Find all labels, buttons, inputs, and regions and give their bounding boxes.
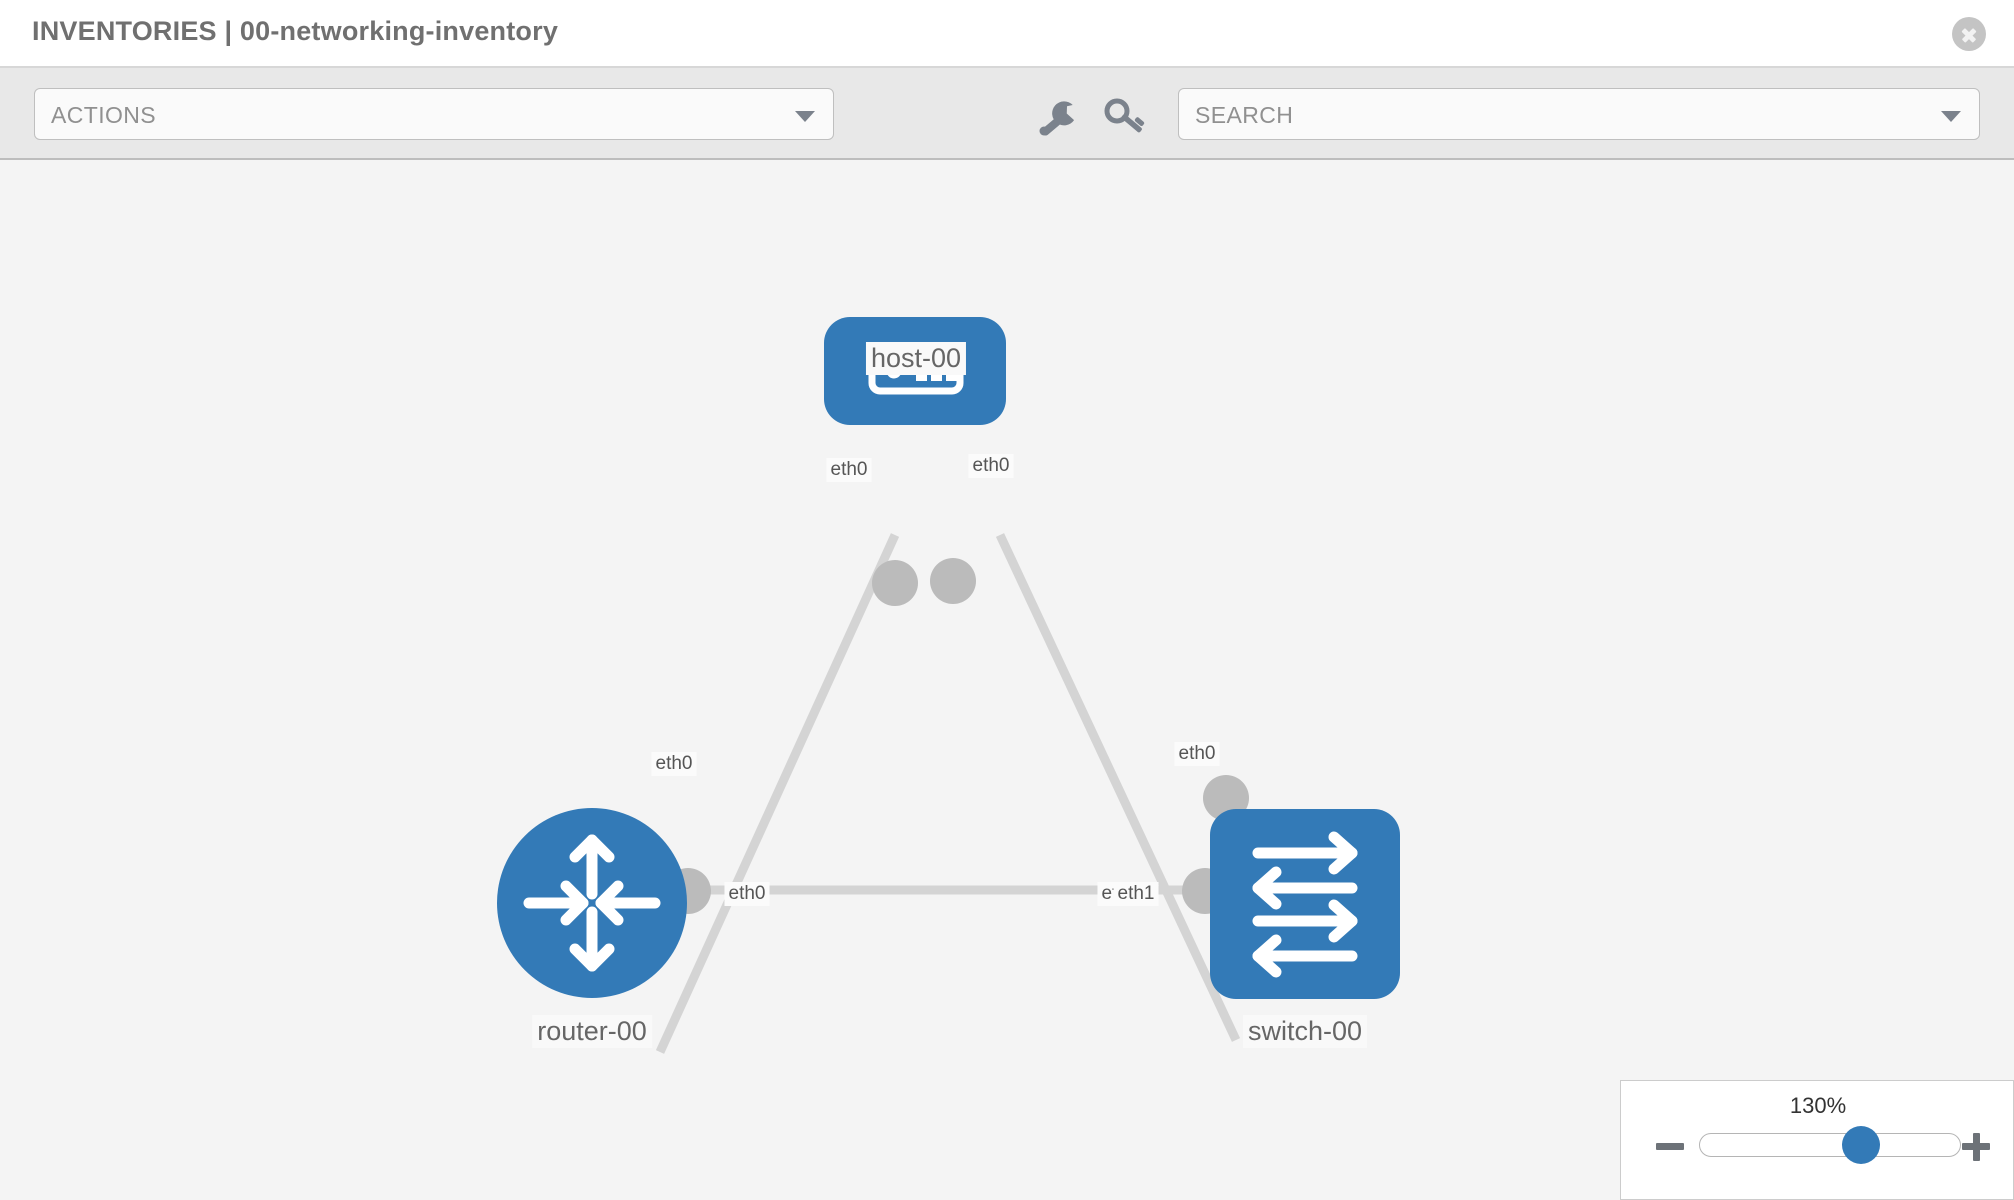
zoom-slider-thumb[interactable] [1842, 1126, 1881, 1164]
iface-label-router-eth0-up: eth0 [651, 752, 697, 776]
chevron-down-icon [795, 111, 815, 122]
iface-label-router-eth0-right: eth0 [724, 882, 770, 906]
link-host-switch [995, 533, 1241, 1042]
iface-label-host-eth0-right: eth0 [968, 454, 1014, 478]
port-dot-host-left[interactable] [872, 560, 918, 606]
search-input[interactable]: SEARCH [1178, 88, 1980, 140]
close-icon[interactable] [1952, 17, 1986, 51]
iface-label-switch-eth1-left: eth1 [1113, 882, 1159, 906]
wrench-icon[interactable] [1036, 98, 1080, 138]
port-dot-host-right[interactable] [930, 558, 976, 604]
node-router-00[interactable] [497, 808, 687, 998]
topology-canvas[interactable]: host-00 router-00 switch-00 eth0 eth0 et… [0, 160, 2014, 1200]
topology-edges [655, 533, 1241, 1054]
chevron-down-icon [1941, 111, 1961, 122]
zoom-control-panel: 130% [1620, 1080, 2014, 1200]
iface-label-host-eth0-left: eth0 [826, 458, 872, 482]
node-switch-00[interactable] [1210, 809, 1400, 999]
actions-dropdown-label: ACTIONS [51, 102, 157, 128]
zoom-in-button[interactable] [1959, 1129, 1993, 1163]
zoom-slider-track[interactable] [1699, 1126, 1961, 1164]
toolbar: ACTIONS SEARCH [0, 68, 2014, 160]
page-title: INVENTORIES | 00-networking-inventory [32, 16, 559, 46]
zoom-out-button[interactable] [1653, 1129, 1687, 1163]
key-icon[interactable] [1104, 98, 1148, 138]
iface-label-switch-eth0-up: eth0 [1174, 742, 1220, 766]
node-label-router-00: router-00 [532, 1015, 652, 1048]
search-placeholder: SEARCH [1195, 102, 1294, 128]
actions-dropdown[interactable]: ACTIONS [34, 88, 834, 140]
zoom-level-value: 130% [1789, 1093, 1847, 1118]
node-label-switch-00: switch-00 [1242, 1015, 1368, 1048]
link-router-host [655, 533, 900, 1054]
node-label-host-00: host-00 [865, 342, 967, 375]
page-header: INVENTORIES | 00-networking-inventory [0, 0, 2014, 68]
